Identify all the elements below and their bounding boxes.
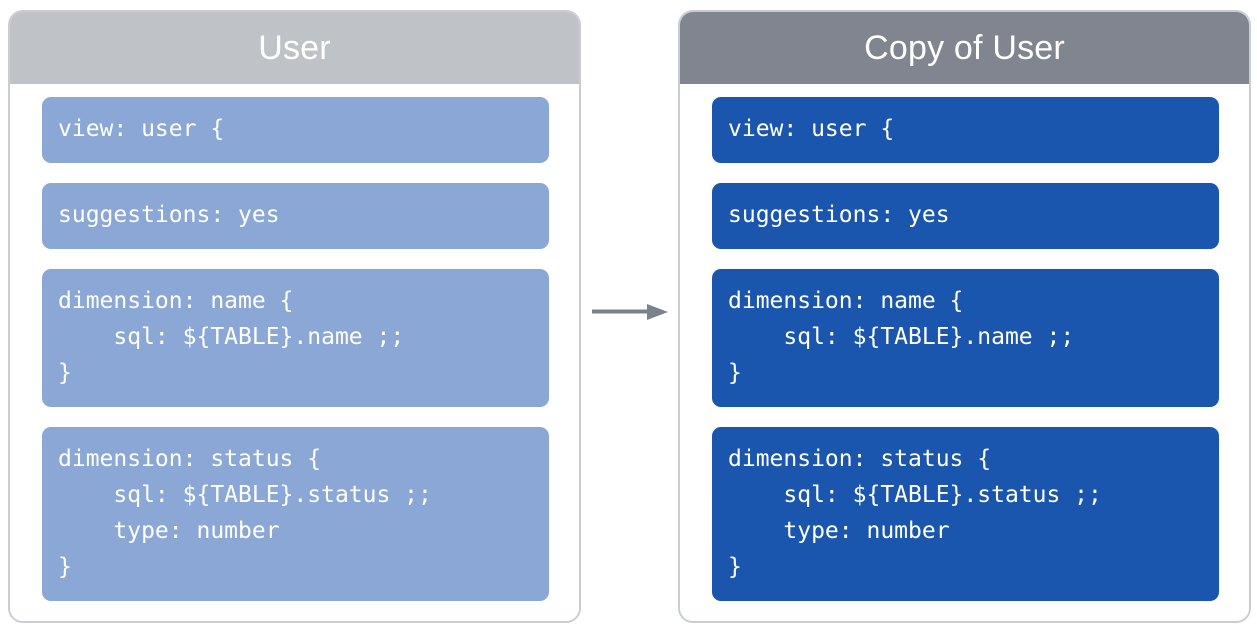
code-block-suggestions-parameter: suggestions: yes (712, 183, 1219, 249)
code-block-dimension-name: dimension: name { sql: ${TABLE}.name ;; … (42, 269, 549, 407)
panel-copied-title: Copy of User (864, 29, 1065, 67)
panel-source-body: view: user { suggestions: yes dimension:… (10, 84, 579, 621)
panel-source-header: User (10, 12, 579, 84)
panel-copied-body: view: user { suggestions: yes dimension:… (680, 84, 1249, 621)
copy-arrow (592, 304, 668, 320)
code-block-view-declaration: view: user { (712, 97, 1219, 163)
code-block-dimension-name: dimension: name { sql: ${TABLE}.name ;; … (712, 269, 1219, 407)
arrow-right-icon (592, 304, 668, 320)
panel-source-view: User view: user { suggestions: yes dimen… (8, 10, 581, 623)
code-block-dimension-status: dimension: status { sql: ${TABLE}.status… (712, 427, 1219, 601)
code-block-view-declaration: view: user { (42, 97, 549, 163)
panel-copied-header: Copy of User (680, 12, 1249, 84)
panel-copied-view: Copy of User view: user { suggestions: y… (678, 10, 1251, 623)
code-block-suggestions-parameter: suggestions: yes (42, 183, 549, 249)
panel-source-title: User (258, 29, 331, 67)
code-block-dimension-status: dimension: status { sql: ${TABLE}.status… (42, 427, 549, 601)
